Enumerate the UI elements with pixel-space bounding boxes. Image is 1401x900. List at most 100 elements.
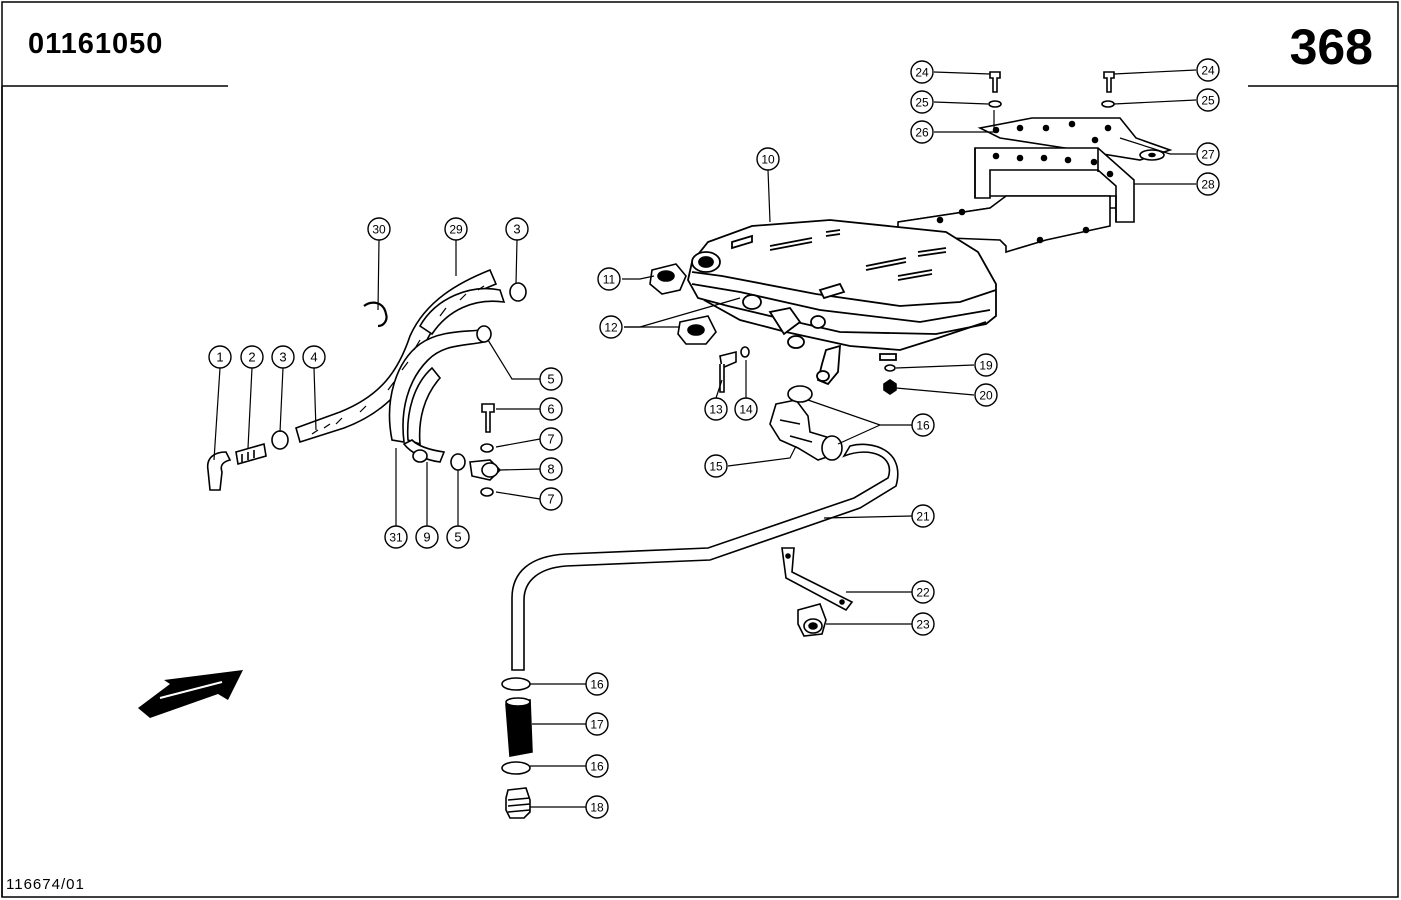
callout-label: 25 [1201, 94, 1215, 108]
callout-21: 21 [911, 504, 935, 528]
callout-circle [240, 345, 264, 369]
tank-fittings [649, 263, 897, 395]
callout-circle [539, 397, 563, 421]
callout-label: 1 [216, 350, 223, 365]
callout-circle [271, 345, 295, 369]
left-hose-assembly [206, 268, 527, 497]
callout-circle [539, 457, 563, 481]
callout-circle [1196, 172, 1220, 196]
callout-circle [911, 612, 935, 636]
callout-label: 26 [915, 126, 929, 140]
callout-16-3: 16 [585, 754, 609, 778]
callout-label: 11 [603, 273, 616, 287]
callout-label: 7 [547, 432, 554, 447]
callout-9: 9 [415, 525, 439, 549]
tank-bracket [897, 71, 1173, 254]
callout-14: 14 [734, 397, 758, 421]
callout-27: 27 [1196, 142, 1220, 166]
callout-label: 18 [590, 801, 604, 815]
callout-31: 31 [384, 525, 408, 549]
callout-29: 29 [444, 217, 468, 241]
callout-circle [1196, 88, 1220, 112]
callout-circle [974, 383, 998, 407]
callout-circle [384, 525, 408, 549]
callout-circle [756, 147, 780, 171]
callout-circle [539, 367, 563, 391]
callout-label: 17 [590, 718, 604, 732]
callout-circle [1196, 142, 1220, 166]
callout-6: 6 [539, 397, 563, 421]
callout-label: 28 [1201, 178, 1215, 192]
callout-label: 24 [1201, 64, 1215, 78]
callout-17: 17 [585, 712, 609, 736]
callout-label: 3 [279, 350, 286, 365]
callout-25: 25 [910, 90, 934, 114]
callout-23: 23 [911, 612, 935, 636]
callout-circle [704, 397, 728, 421]
callout-circle [1196, 58, 1220, 82]
leader-lines [213, 69, 1197, 808]
callout-16: 16 [911, 413, 935, 437]
callout-label: 24 [915, 66, 929, 80]
callout-5-2: 5 [446, 525, 470, 549]
elbow-hose-assembly [511, 385, 899, 671]
callout-13: 13 [704, 397, 728, 421]
callout-20: 20 [974, 383, 998, 407]
callout-circle [444, 217, 468, 241]
callout-2: 2 [240, 345, 264, 369]
callout-circle [302, 345, 326, 369]
callout-label: 3 [513, 222, 520, 237]
callout-7-2: 7 [539, 487, 563, 511]
callout-label: 6 [547, 402, 554, 417]
callout-circle [585, 754, 609, 778]
callout-4: 4 [302, 345, 326, 369]
callout-16-2: 16 [585, 672, 609, 696]
page-number: 368 [1289, 19, 1373, 75]
callout-22: 22 [911, 580, 935, 604]
callout-label: 16 [916, 419, 930, 433]
callout-label: 21 [916, 510, 930, 524]
callout-circle [597, 267, 621, 291]
callout-label: 5 [547, 372, 554, 387]
callout-circle [539, 487, 563, 511]
callout-label: 27 [1201, 148, 1215, 162]
callout-8: 8 [539, 457, 563, 481]
callout-30: 30 [367, 217, 391, 241]
callout-11: 11 [597, 267, 621, 291]
callout-label: 7 [547, 492, 554, 507]
callout-7: 7 [539, 427, 563, 451]
callout-label: 5 [454, 530, 461, 545]
callout-circle [911, 504, 935, 528]
callout-circle [505, 217, 529, 241]
callout-circle [539, 427, 563, 451]
callout-26: 26 [910, 120, 934, 144]
callout-label: 10 [761, 153, 775, 167]
callout-circle [910, 120, 934, 144]
callout-label: 29 [449, 223, 463, 237]
callout-label: 16 [590, 760, 604, 774]
callout-label: 9 [423, 530, 430, 545]
direction-arrow-icon [138, 670, 243, 718]
callout-18: 18 [585, 795, 609, 819]
callout-circle [974, 353, 998, 377]
callout-label: 30 [372, 223, 386, 237]
drawing-reference: 116674/01 [6, 876, 85, 893]
expansion-tank [687, 219, 997, 386]
callout-28: 28 [1196, 172, 1220, 196]
callout-label: 31 [389, 531, 403, 545]
callout-circle [910, 60, 934, 84]
callout-label: 22 [916, 586, 930, 600]
callout-circle [911, 580, 935, 604]
callout-label: 23 [916, 618, 930, 632]
callout-12: 12 [599, 315, 623, 339]
callout-circle [704, 454, 728, 478]
callout-label: 20 [979, 389, 993, 403]
callout-label: 2 [248, 350, 255, 365]
callout-circle [446, 525, 470, 549]
callout-circle [585, 712, 609, 736]
callout-label: 12 [604, 321, 618, 335]
callout-circle [734, 397, 758, 421]
